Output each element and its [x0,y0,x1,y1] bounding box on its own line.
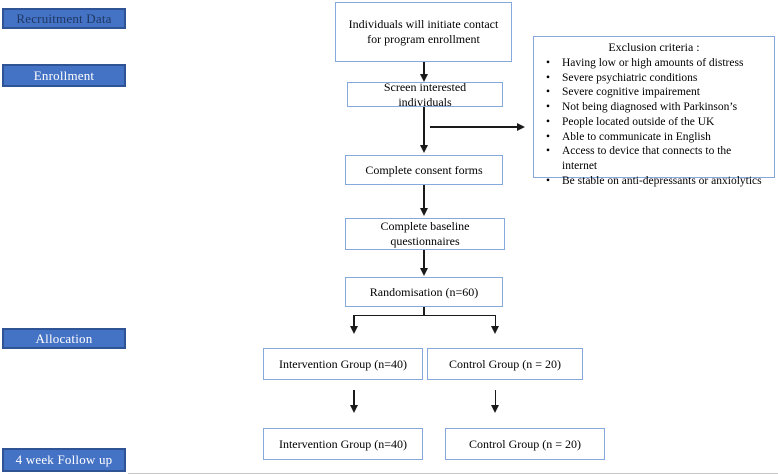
arrow-control-followup-head [491,405,499,413]
bullet-icon: • [546,101,551,114]
bullet-icon: • [546,57,551,69]
arrow-screen-to-consent-head [419,145,428,153]
split-left-line [353,314,355,328]
arrow-to-exclusion-head [517,122,525,131]
exclusion-item-text: People located outside of the UK [562,115,715,128]
bullet-icon: • [546,145,551,158]
arrow-consent-to-baseline-head [419,208,428,216]
box-randomisation: Randomisation (n=60) [345,277,503,307]
stage-label-enrollment: Enrollment [2,64,126,87]
exclusion-item-text: Severe psychiatric conditions [562,71,698,84]
exclusion-item: • Severe psychiatric conditions [546,71,768,86]
box-intervention-group-followup: Intervention Group (n=40) [263,428,423,460]
stage-label-recruitment-data: Recruitment Data [2,8,126,29]
arrow-initiate-to-screen-head [419,74,428,82]
split-stem-line [423,307,425,316]
box-baseline-questionnaires: Complete baseline questionnaires [345,218,505,250]
bullet-icon: • [546,71,551,84]
exclusion-item-text: Be stable on anti-depressants or anxioly… [562,174,762,187]
box-exclusion-criteria: Exclusion criteria : • Having low or high… [533,36,775,187]
arrow-initiate-to-screen-line [423,62,425,76]
exclusion-criteria-list: •Having low or high amounts of distress•… [540,56,768,188]
exclusion-item: • Be stable on anti-depressants or anxiol… [546,174,768,189]
box-control-group-followup: Control Group (n = 20) [445,428,605,460]
box-screen-individuals: Screen interested individuals [347,80,503,109]
exclusion-item-text: Having low or high amounts of distress [562,57,744,69]
exclusion-item-text: Access to device that connects to the in… [562,145,732,173]
bullet-icon: • [546,174,551,187]
box-control-group-allocation: Control Group (n = 20) [427,348,583,380]
exclusion-item: • Having low or high amounts of distress [546,56,768,71]
arrow-control-followup-line [494,390,496,407]
arrow-screen-to-consent-line [423,107,425,147]
bullet-icon: • [546,86,551,99]
exclusion-item: • Not being diagnosed with Parkinson’s [546,100,768,115]
bullet-icon: • [546,115,551,128]
exclusion-item-text: Able to communicate in English [562,130,711,143]
page-bottom-rule [128,473,778,474]
arrow-intervention-followup-head [349,405,358,413]
box-intervention-group-allocation: Intervention Group (n=40) [263,348,423,380]
split-right-line [494,314,496,328]
exclusion-criteria-title: Exclusion criteria : [608,40,700,54]
exclusion-item-text: Severe cognitive impairement [562,86,700,99]
stage-label-allocation: Allocation [2,328,126,349]
arrow-baseline-to-randomisation-line [423,250,425,270]
box-initiate-contact: Individuals will initiate contact for pr… [335,2,512,62]
exclusion-item: • Severe cognitive impairement [546,85,768,100]
split-cross-line [353,314,495,316]
arrow-to-exclusion-line [430,126,518,128]
exclusion-item: • Access to device that connects to the i… [546,144,768,173]
arrow-intervention-followup-line [353,390,355,407]
exclusion-item: • People located outside of the UK [546,115,768,130]
split-left-head [349,326,358,334]
arrow-consent-to-baseline-line [423,185,425,210]
exclusion-item: • Able to communicate in English [546,130,768,145]
stage-label-4-week-follow-up: 4 week Follow up [2,448,126,472]
split-right-head [491,326,499,334]
arrow-baseline-to-randomisation-head [419,268,428,276]
bullet-icon: • [546,130,551,143]
exclusion-item-text: Not being diagnosed with Parkinson’s [562,101,738,114]
box-consent-forms: Complete consent forms [345,155,503,185]
